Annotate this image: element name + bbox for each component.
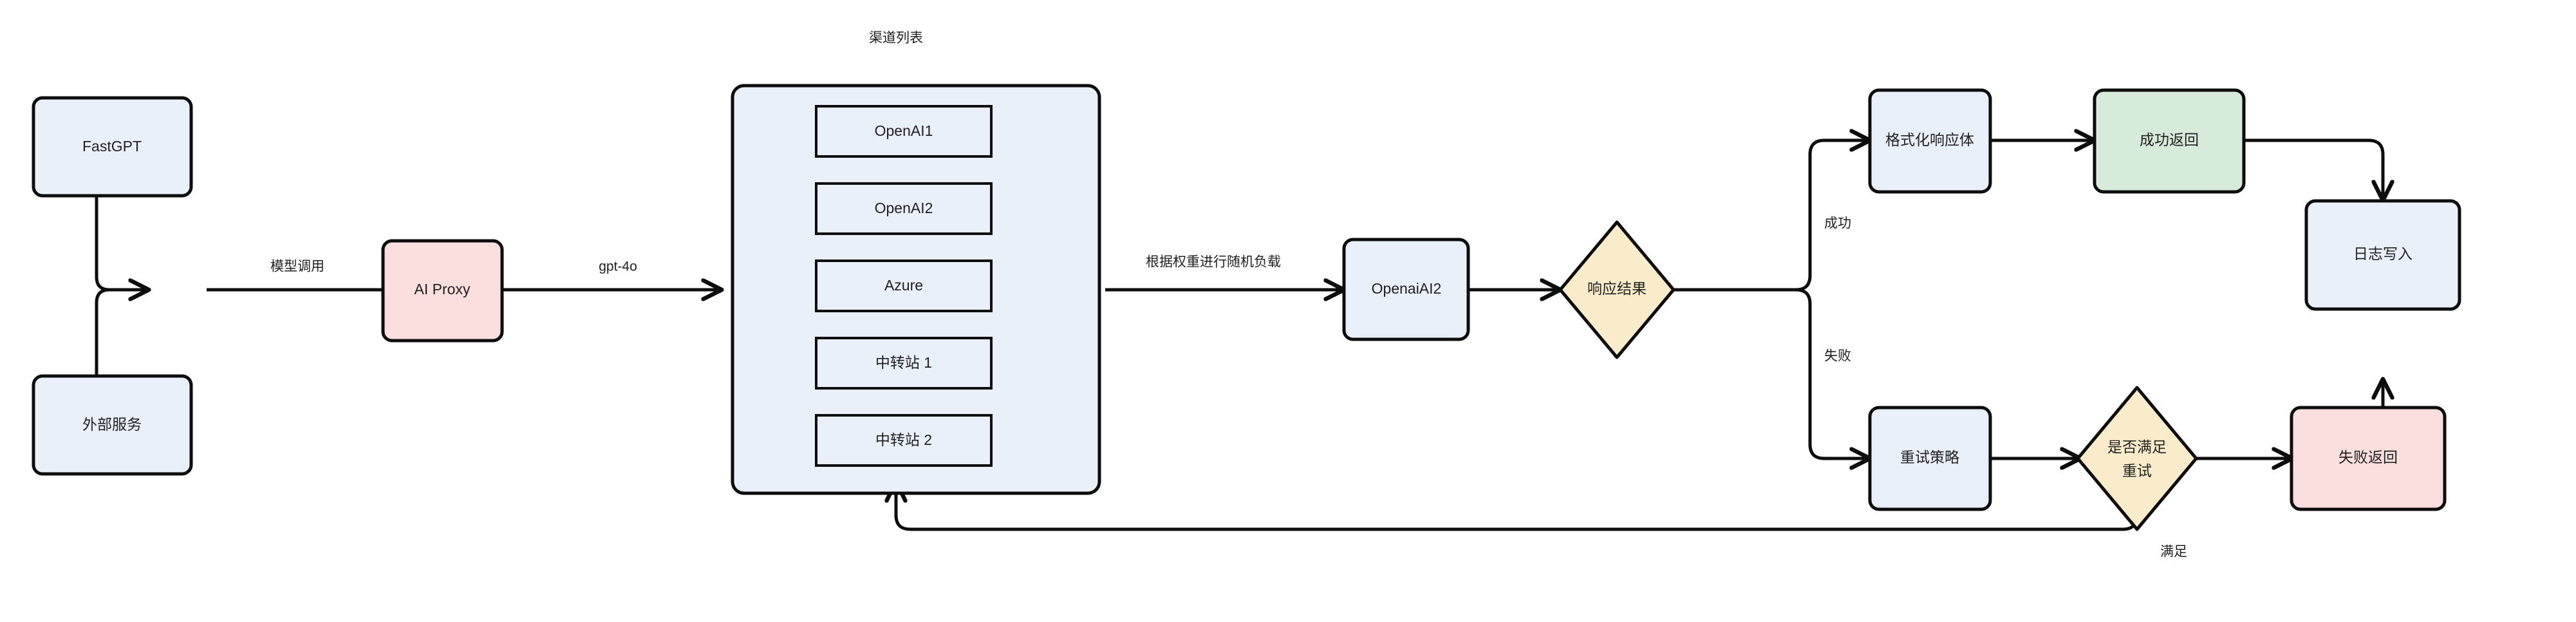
node-success-return[interactable] — [2093, 88, 2246, 194]
edge-label-satisfied: 满足 — [2160, 545, 2187, 560]
node-azure[interactable] — [815, 259, 993, 312]
node-openai1[interactable] — [815, 105, 993, 158]
edge-label-success: 成功 — [1824, 216, 1851, 231]
edge-success-to-log — [2243, 138, 2383, 200]
group-title-channel-list: 渠道列表 — [869, 31, 923, 46]
node-fail-return[interactable] — [2290, 406, 2447, 511]
node-retry-policy[interactable] — [1868, 406, 1992, 511]
node-openai-ai2[interactable] — [1342, 238, 1470, 341]
node-openai2[interactable] — [815, 182, 993, 235]
edge-label-failure: 失败 — [1824, 349, 1851, 364]
edge-label-model-call: 模型调用 — [270, 259, 324, 274]
node-fastgpt[interactable] — [32, 96, 193, 198]
node-external-service[interactable] — [32, 374, 193, 476]
edge-success-to-format — [1795, 140, 1869, 292]
node-relay1[interactable] — [815, 337, 993, 390]
node-format-response[interactable] — [1868, 88, 1992, 194]
edge-label-gpt4o: gpt-4o — [599, 259, 637, 274]
node-log-write[interactable] — [2304, 199, 2461, 311]
edge-label-weighted-random-load: 根据权重进行随机负载 — [1146, 255, 1281, 270]
node-ai-proxy[interactable] — [381, 239, 504, 343]
node-relay2[interactable] — [815, 414, 993, 467]
edge-failure-to-retry — [1795, 288, 1869, 458]
node-response-result[interactable] — [1558, 220, 1675, 359]
node-retry-check[interactable] — [2076, 386, 2198, 531]
